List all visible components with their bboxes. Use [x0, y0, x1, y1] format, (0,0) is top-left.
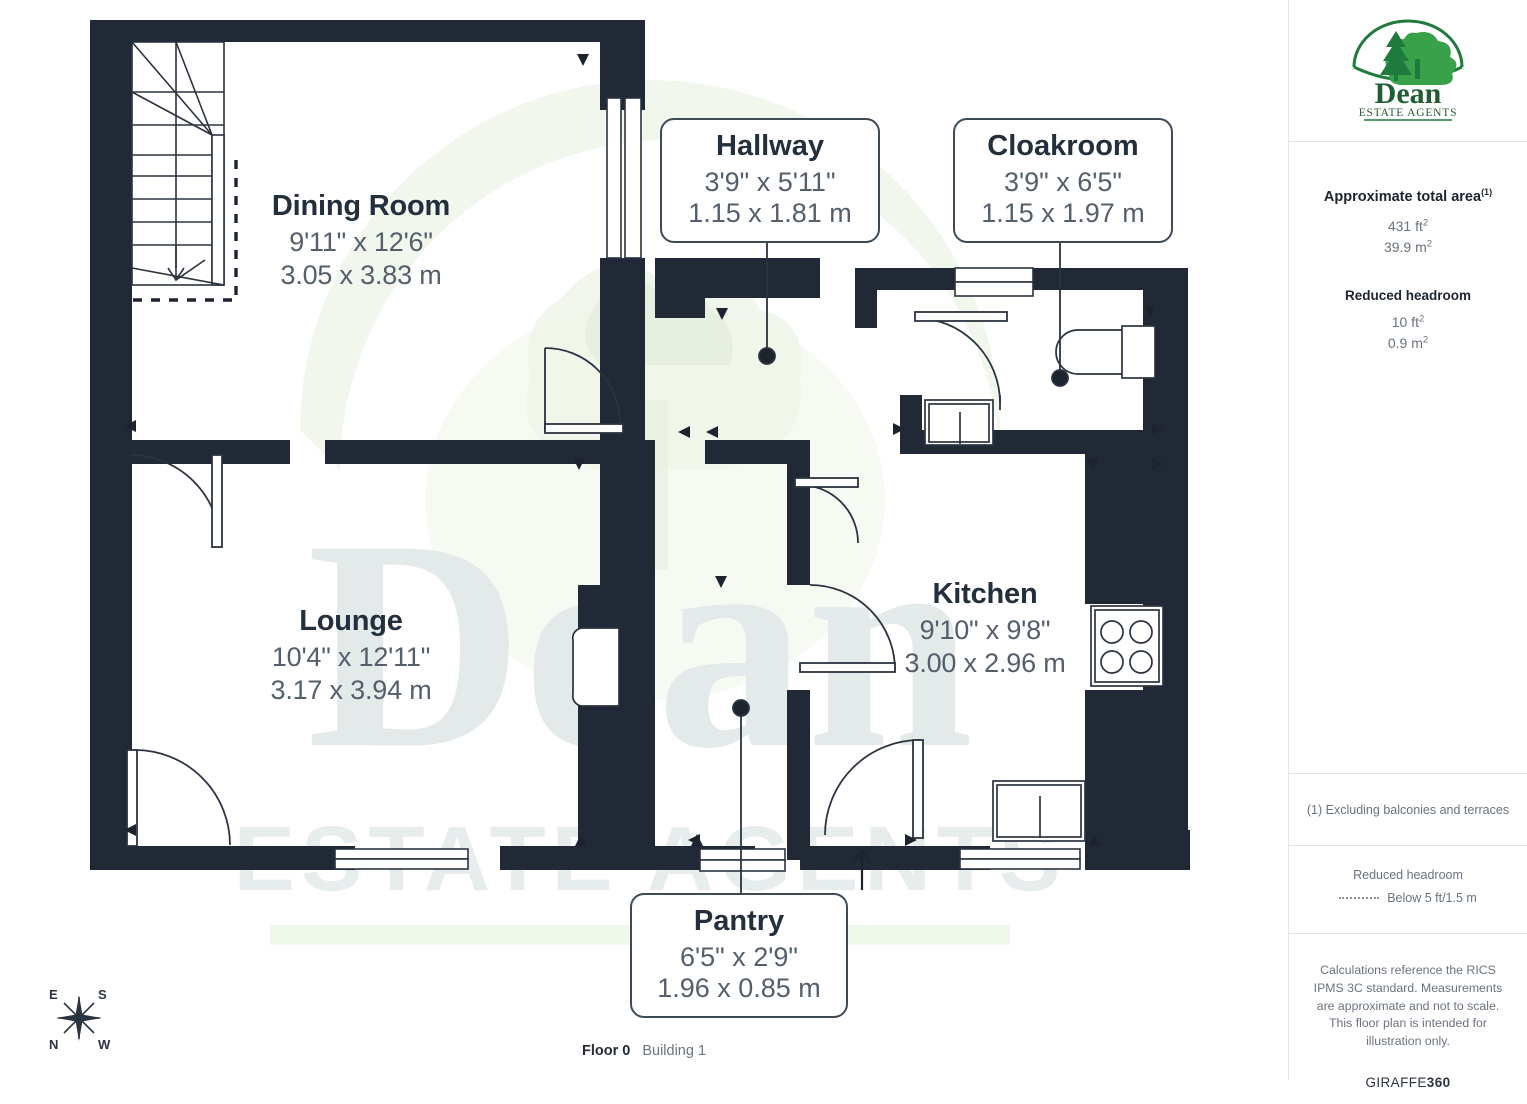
dean-logo-icon: Dean ESTATE AGENTS: [1352, 19, 1464, 121]
reduced-headroom-ft-exp: 2: [1418, 313, 1425, 325]
wall-kitchen-right-inner-lower: [1085, 690, 1145, 840]
legend-value: Below 5 ft/1.5 m: [1387, 891, 1477, 905]
area-summary-section: Approximate total area(1) 431 ft2 39.9 m…: [1289, 142, 1527, 774]
total-area-m: 39.9 m2: [1305, 237, 1511, 258]
compass-label-s: S: [98, 987, 107, 1002]
room-callout-pantry: Pantry 6'5" x 2'9" 1.96 x 0.85 m: [630, 893, 848, 1019]
total-area-ft-value: 431 ft: [1387, 217, 1423, 234]
compass-rose: E S N W: [36, 975, 122, 1061]
wall-hall-upper-top: [705, 258, 820, 298]
giraffe360-name: GIRAFFE: [1365, 1075, 1427, 1091]
giraffe360-credit: GIRAFFE360: [1305, 1075, 1511, 1090]
room-name-pantry: Pantry: [693, 905, 785, 937]
compass-label-n: N: [49, 1037, 59, 1052]
wall-pantry-right-upper: [787, 440, 810, 585]
wall-bottom-lounge-b: [500, 846, 605, 870]
logo-subtitle: ESTATE AGENTS: [1359, 107, 1458, 119]
floor-label: Floor 0: [581, 1043, 631, 1059]
total-area-m-value: 39.9 m: [1383, 238, 1427, 255]
floorplan-canvas[interactable]: Dean ESTATE AGENTS: [0, 0, 1288, 1080]
window-cloakroom-top-b: [954, 281, 1034, 297]
staircase: [131, 41, 225, 286]
footnote-section: (1) Excluding balconies and terraces: [1289, 774, 1527, 846]
wall-top-dining: [90, 20, 645, 42]
compass-label-e: E: [49, 987, 58, 1002]
wall-dining-right-mid: [600, 258, 645, 443]
total-area-title: Approximate total area(1): [1305, 187, 1511, 205]
room-metric-hallway: 1.15 x 1.81 m: [688, 197, 852, 228]
wall-bottom-pantry-a: [605, 846, 700, 870]
kitchen-upper-unit-fixture: [924, 399, 994, 446]
footnote-text: (1) Excluding balconies and terraces: [1306, 802, 1510, 817]
total-area-ft: 431 ft2: [1305, 216, 1511, 237]
hall-cupboard-fixture: [571, 627, 620, 707]
room-imperial-hallway: 3'9" x 5'11": [704, 166, 836, 197]
room-imperial-pantry: 6'5" x 2'9": [679, 941, 799, 972]
window-lounge-bottom-b: [334, 858, 469, 870]
wall-hall-core-left-upper: [600, 440, 655, 585]
reduced-headroom-m-value: 0.9 m: [1387, 334, 1423, 351]
giraffe360-number: 360: [1426, 1075, 1451, 1091]
room-metric-cloakroom: 1.15 x 1.97 m: [981, 197, 1145, 228]
window-dining-right-b: [624, 97, 642, 259]
total-area-footnote-marker: (1): [1481, 187, 1493, 197]
wall-pantry-right-lower: [787, 690, 810, 860]
hob-fixture: [1090, 605, 1164, 687]
legend-title: Reduced headroom: [1353, 868, 1463, 882]
info-side-panel: Dean ESTATE AGENTS Approximate total are…: [1288, 0, 1527, 1090]
dimension-ticks: [124, 54, 1164, 846]
wall-hall-core-left-lower: [578, 585, 655, 860]
wall-bottom-kitchen-c: [1085, 846, 1190, 870]
legend-row: Below 5 ft/1.5 m: [1305, 891, 1511, 905]
wall-dining-right-top: [600, 20, 645, 110]
room-name-cloakroom: Cloakroom: [987, 130, 1139, 162]
room-callout-cloakroom: Cloakroom 3'9" x 6'5" 1.15 x 1.97 m: [953, 118, 1173, 244]
dashed-line-icon: [1339, 896, 1380, 900]
room-metric-pantry: 1.96 x 0.85 m: [657, 972, 821, 1003]
window-kitchen-bottom-a: [959, 848, 1081, 860]
window-kitchen-bottom-b: [959, 858, 1081, 870]
walls: [90, 20, 1190, 870]
total-area-title-text: Approximate total area: [1323, 188, 1482, 205]
calculation-note-text: Calculations reference the RICS IPMS 3C …: [1313, 963, 1503, 1049]
reduced-headroom-title: Reduced headroom: [1344, 287, 1472, 303]
wall-cloakroom-top-right: [1032, 268, 1165, 290]
compass-label-w: W: [98, 1037, 111, 1052]
window-pantry-bottom-b: [699, 859, 786, 872]
room-callout-hallway: Hallway 3'9" x 5'11" 1.15 x 1.81 m: [660, 118, 880, 244]
room-imperial-cloakroom: 3'9" x 6'5": [1003, 166, 1123, 197]
floorplan-drawing: Dean ESTATE AGENTS: [90, 20, 1190, 945]
calculation-note-section: Calculations reference the RICS IPMS 3C …: [1289, 934, 1527, 1104]
reduced-headroom-m-exp: 2: [1422, 334, 1429, 346]
windows: [334, 97, 1081, 872]
window-pantry-bottom-a: [699, 848, 786, 861]
total-area-m-exp: 2: [1426, 238, 1433, 250]
fixtures: [571, 325, 1164, 842]
room-name-hallway: Hallway: [716, 130, 824, 162]
floor-footer: Floor 0 Building 1: [0, 1043, 1288, 1059]
legend-section: Reduced headroom Below 5 ft/1.5 m: [1289, 846, 1527, 934]
toilet-fixture: [1055, 325, 1156, 379]
wall-kitchen-right-inner-upper: [1085, 454, 1145, 604]
window-lounge-bottom-a: [334, 848, 469, 860]
wall-bottom-kitchen-a: [800, 846, 910, 870]
window-cloakroom-top-a: [954, 267, 1034, 283]
compass-star-icon: [56, 995, 102, 1041]
wall-cloakroom-left-stub: [855, 268, 877, 328]
reduced-headroom-ft: 10 ft2: [1305, 312, 1511, 333]
total-area-ft-exp: 2: [1422, 217, 1429, 229]
kitchen-counter-fixture: [992, 780, 1086, 842]
reduced-headroom-m: 0.9 m2: [1305, 333, 1511, 354]
window-dining-right-a: [606, 97, 622, 259]
wall-dining-lounge-div-left: [90, 440, 290, 464]
entrance-arrow: [852, 849, 872, 890]
wall-hall-upper-jog: [655, 258, 705, 318]
doors: [126, 311, 1008, 847]
brand-logo[interactable]: Dean ESTATE AGENTS: [1289, 0, 1527, 142]
building-label: Building 1: [642, 1043, 707, 1059]
reduced-headroom-ft-value: 10 ft: [1391, 313, 1419, 330]
logo-wordmark: Dean: [1375, 77, 1442, 110]
callout-leaders: [732, 238, 1069, 905]
